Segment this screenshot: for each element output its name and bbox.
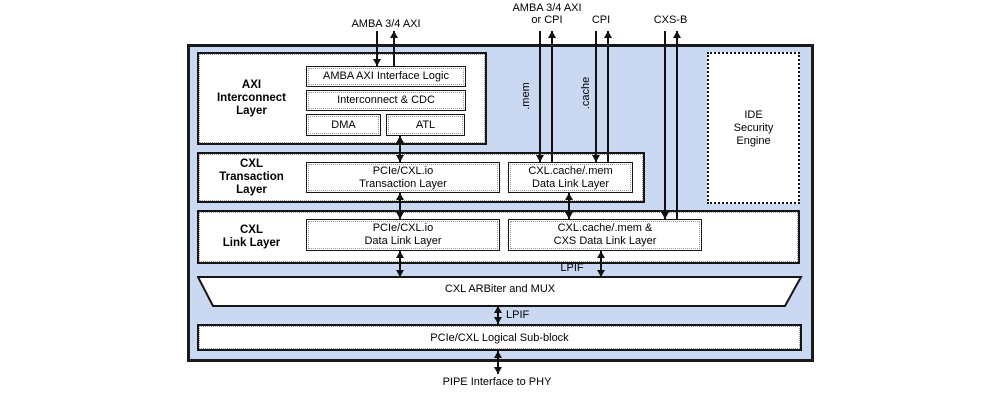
lpif-lower-label: LPIF bbox=[506, 309, 530, 321]
lpif-upper-label: LPIF bbox=[560, 262, 584, 274]
pcie-cxl-logical-subblock: PCIe/CXL Logical Sub-block bbox=[197, 324, 802, 351]
pcie-cxlio-transaction-layer-block: PCIe/CXL.io Transaction Layer bbox=[306, 162, 500, 193]
pcie-cxlio-data-link-layer-block: PCIe/CXL.io Data Link Layer bbox=[306, 219, 500, 251]
cxs-b-up-arrow bbox=[673, 31, 681, 219]
amba-axi-interface-logic-block: AMBA AXI Interface Logic bbox=[306, 66, 466, 87]
cxl-link-layer-label: CXL Link Layer bbox=[222, 224, 281, 249]
cxl-cachemem-data-link-layer-block: CXL.cache/.mem Data Link Layer bbox=[508, 162, 633, 193]
arbmux-to-subblock-arrow bbox=[494, 306, 502, 324]
cxl-cachemem-cxs-data-link-layer-block: CXL.cache/.mem & CXS Data Link Layer bbox=[508, 219, 702, 251]
atl-to-transaction-arrow bbox=[396, 136, 404, 162]
cache-up-arrow bbox=[604, 31, 612, 162]
cxl-transaction-layer-label: CXL Transaction Layer bbox=[219, 158, 284, 196]
mem-down-arrow bbox=[536, 31, 544, 162]
amba-axi-port-label: AMBA 3/4 AXI bbox=[351, 18, 421, 30]
cxl-arb-mux bbox=[196, 276, 803, 308]
mem-up-arrow bbox=[548, 31, 556, 162]
interconnect-cdc-block: Interconnect & CDC bbox=[306, 90, 466, 111]
cxl-arb-mux-label: CXL ARBiter and MUX bbox=[444, 283, 556, 295]
pipe-interface-label: PIPE Interface to PHY bbox=[442, 376, 552, 388]
dma-block: DMA bbox=[306, 114, 381, 136]
atl-block: ATL bbox=[386, 114, 465, 136]
axi-interconnect-layer-label: AXI Interconnect Layer bbox=[216, 78, 286, 117]
cache-down-arrow bbox=[592, 31, 600, 162]
cachemem-tl-to-dll-arrow bbox=[565, 193, 573, 219]
amba-axi-up-arrow bbox=[390, 31, 398, 66]
ide-security-engine: IDE Security Engine bbox=[707, 52, 800, 204]
pcie-dll-to-arbmux-arrow bbox=[396, 251, 404, 277]
subblock-to-phy-arrow bbox=[494, 351, 502, 374]
cxs-dll-to-arbmux-arrow bbox=[597, 251, 605, 277]
cxs-b-down-arrow bbox=[661, 31, 669, 219]
cpi-port-label: CPI bbox=[591, 14, 611, 26]
mem-signal-label: .mem bbox=[520, 82, 532, 110]
pcie-tl-to-dll-arrow bbox=[396, 193, 404, 219]
amba-axi-down-arrow bbox=[373, 31, 381, 66]
amba-axi-or-cpi-port-label: AMBA 3/4 AXI or CPI bbox=[512, 2, 582, 26]
cxs-b-port-label: CXS-B bbox=[653, 14, 688, 26]
